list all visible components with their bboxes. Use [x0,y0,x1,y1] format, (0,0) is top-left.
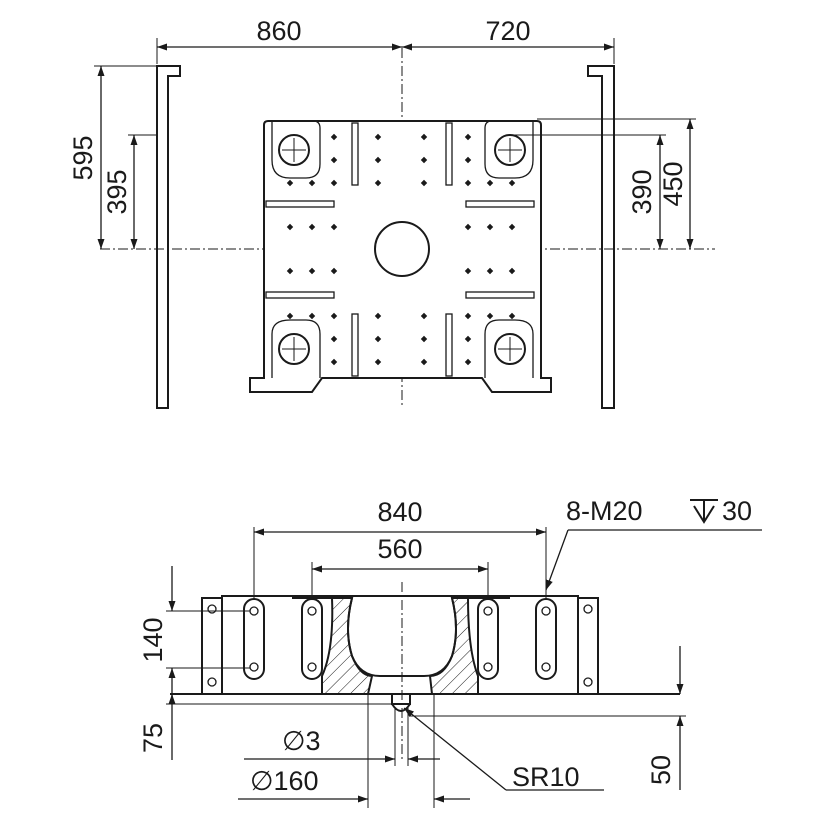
main-plate [249,120,552,393]
left-l-bar [156,65,181,409]
dim-840: 840 [377,497,422,527]
bolt-hole [420,179,428,187]
center-bore [374,221,430,277]
bolt-hole [374,179,382,187]
bolt-hole [486,223,494,231]
thread-callout: 8-M20 [566,496,643,526]
pocket-top-left [271,120,321,179]
bolt-hole [464,156,472,164]
bolt-hole [420,156,428,164]
dim-450: 450 [658,161,688,206]
bolt-hole [286,223,294,231]
dim-diameter-3: ∅3 [282,726,321,756]
dim-720: 720 [485,16,530,46]
bolt-hole [508,267,516,275]
bolt-hole [420,133,428,141]
bolt-hole [330,133,338,141]
bolt-hole [508,179,516,187]
bolt-hole [420,312,428,320]
bolt-hole [486,179,494,187]
bolt-hole [464,358,472,366]
dim-140: 140 [138,617,168,662]
pocket-bottom-left [271,319,321,378]
bolt-hole [508,312,516,320]
dim-390: 390 [627,169,657,214]
bolt-hole [420,335,428,343]
bolt-hole [308,312,316,320]
pocket-top-right [484,120,534,179]
bolt-hole [374,133,382,141]
bolt-hole [308,223,316,231]
slot-bolts [243,598,557,680]
dim-595: 595 [68,135,98,180]
dim-395: 395 [102,169,132,214]
pocket-bottom-right [484,319,534,378]
bolt-hole [374,156,382,164]
t-slots [265,122,535,377]
bolt-hole [286,312,294,320]
bolt-hole [330,156,338,164]
bolt-hole [286,267,294,275]
dim-diameter-160: ∅160 [250,766,319,796]
bolt-hole [486,312,494,320]
depth-arrow-icon [690,499,718,524]
thread-depth: 30 [722,496,752,526]
bolt-hole [330,223,338,231]
bolt-hole [486,267,494,275]
bolt-hole [330,267,338,275]
dim-50: 50 [646,755,676,785]
bolt-hole [374,312,382,320]
bolt-hole [420,358,428,366]
dim-860: 860 [256,16,301,46]
bolt-hole [286,179,294,187]
bolt-hole [374,335,382,343]
bolt-hole [330,335,338,343]
right-l-bar [587,65,615,409]
dim-560: 560 [377,534,422,564]
bolt-hole [330,312,338,320]
bolt-hole [464,133,472,141]
top-view: 860 720 595 395 390 450 [68,16,715,409]
dim-75: 75 [138,723,168,753]
bolt-hole [508,223,516,231]
front-body [221,595,579,695]
pin [391,693,411,705]
cup-profile [347,597,457,677]
bolt-hole [308,179,316,187]
bolt-hole [464,223,472,231]
corner-bolts [278,134,526,365]
bolt-hole-grid [286,133,516,366]
dim-sr10: SR10 [512,762,580,792]
bolt-hole [374,358,382,366]
bolt-hole [308,267,316,275]
bolt-hole [330,179,338,187]
bolt-hole [464,179,472,187]
bolt-hole [464,267,472,275]
front-view: 840 560 8-M20 30 140 75 50 [138,496,762,808]
bolt-hole [464,335,472,343]
bolt-hole [330,358,338,366]
section-hatch-left [321,597,374,695]
bolt-hole [464,312,472,320]
